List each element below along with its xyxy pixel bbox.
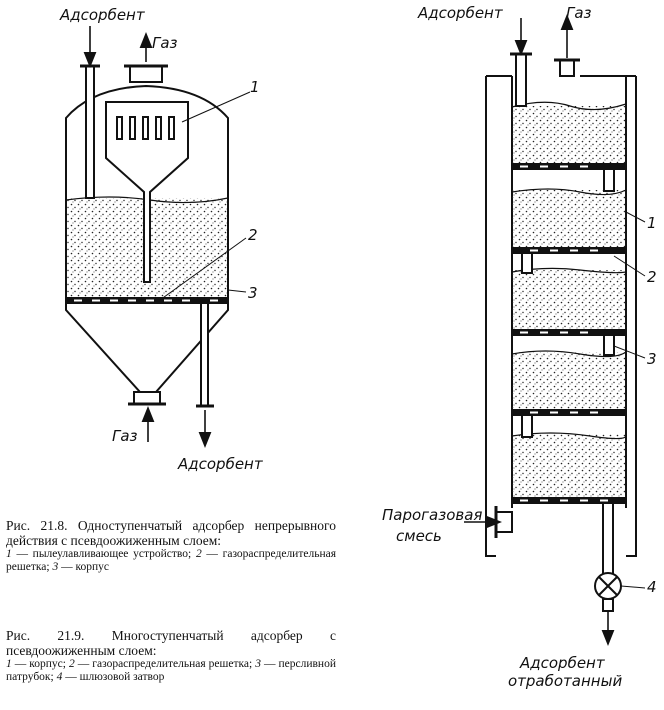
caption-title: Рис. 21.9. Многоступенчатый адсорбер с п… (6, 628, 336, 658)
overflow-pipes (521, 168, 615, 438)
callout2-3: 3 (647, 350, 657, 368)
adsorbent-inlet-pipe (85, 65, 95, 199)
legend-num: 4 (56, 671, 63, 683)
legend-num: 1 (6, 548, 12, 560)
label-gas-out: Газ (152, 34, 178, 52)
caption-legend: 1 — корпус; 2 — газораспределительная ре… (6, 658, 336, 684)
callout-2: 2 (248, 226, 258, 244)
callout2-4: 4 (647, 578, 657, 596)
legend-text: — корпус (58, 561, 109, 573)
legend-num: 1 (6, 658, 12, 670)
callout2-2: 2 (647, 268, 657, 286)
callout2-1: 1 (647, 214, 657, 232)
legend-num: 3 (255, 658, 261, 670)
dust-catcher-slots (116, 116, 175, 140)
legend-text: — газораспределительная решетка; (74, 658, 256, 670)
label-out-line1: Адсорбент (519, 654, 606, 672)
gas-outlet-nozzle (559, 59, 575, 77)
caption-fig-21-8: Рис. 21.8. Одноступенчатый адсорбер непр… (6, 518, 336, 574)
label-feed-line2: смесь (396, 527, 442, 545)
gas-inlet-flange (133, 391, 161, 405)
caption-fig-21-9: Рис. 21.9. Многоступенчатый адсорбер с п… (6, 628, 336, 684)
callout-3: 3 (248, 284, 258, 302)
label-adsorbent-in: Адсорбент (59, 6, 146, 24)
legend-text: — шлюзовой затвор (62, 671, 165, 683)
legend-num: 3 (52, 561, 59, 573)
spent-adsorbent-pipe (602, 502, 614, 576)
callout-1: 1 (250, 78, 260, 96)
caption-title: Рис. 21.8. Одноступенчатый адсорбер непр… (6, 518, 336, 548)
caption-legend: 1 — пылеулавливающее устройство; 2 — газ… (6, 548, 336, 574)
adsorbent-inlet-nozzle (515, 53, 527, 107)
legend-text: — газораспределительная решетка; (6, 548, 337, 573)
adsorbent-outlet-pipe (200, 302, 209, 407)
legend-text: — корпус; (11, 658, 69, 670)
label-gas-in: Газ (112, 427, 138, 445)
dust-catcher (105, 101, 189, 283)
label-feed-line1: Парогазовая (382, 506, 482, 524)
legend-num: 2 (195, 548, 202, 560)
legend-num: 2 (69, 658, 75, 670)
multi-stage-adsorber (464, 14, 646, 646)
legend-text: — персливной патрубок; (6, 658, 336, 683)
label-out-line2: отработанный (508, 672, 622, 690)
gas-outlet-flange (129, 65, 163, 83)
label-adsorbent-out: Адсорбент (177, 455, 264, 473)
single-stage-adsorber (65, 26, 251, 448)
feed-inlet-nozzle (495, 511, 513, 533)
label2-gas-out: Газ (566, 4, 592, 22)
legend-text: — пылеулавливающее устройство; (11, 548, 196, 560)
adsorber-shell (65, 84, 229, 300)
fluidized-beds (512, 106, 626, 498)
label2-adsorbent-in: Адсорбент (417, 4, 504, 22)
gas-distribution-grids (511, 163, 627, 504)
